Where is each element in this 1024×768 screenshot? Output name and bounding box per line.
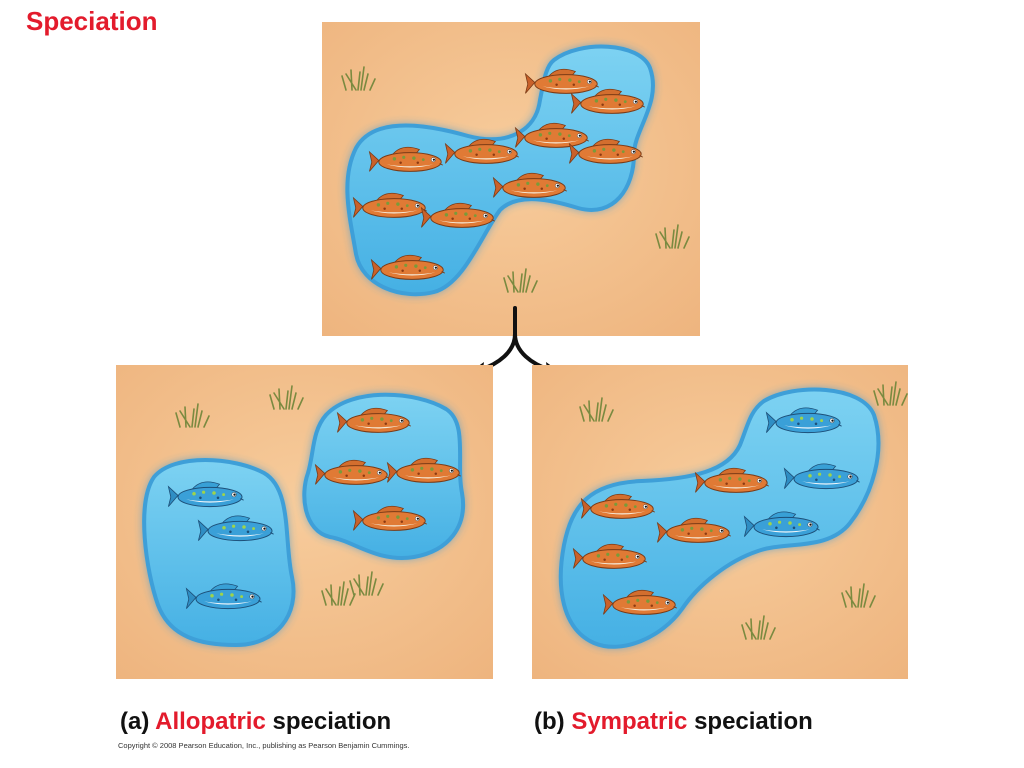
allopatric-panel — [116, 365, 493, 679]
caption-b-highlight: Sympatric — [571, 708, 688, 735]
copyright-notice: Copyright © 2008 Pearson Education, Inc.… — [118, 741, 410, 750]
original-population-panel — [322, 22, 700, 336]
caption-a-rest: speciation — [272, 708, 392, 735]
caption-allopatric: (a) Allopatric speciation — [120, 708, 391, 736]
caption-b-rest: speciation — [694, 708, 813, 735]
pond — [345, 44, 655, 297]
sympatric-panel — [532, 365, 908, 679]
slide-title: Speciation — [26, 6, 158, 36]
caption-sympatric: (b) Sympatric speciation — [534, 708, 813, 736]
caption-b-letter: (b) — [534, 708, 565, 735]
caption-a-highlight: Allopatric — [155, 708, 266, 735]
pond — [558, 387, 881, 649]
caption-a-letter: (a) — [120, 708, 150, 735]
